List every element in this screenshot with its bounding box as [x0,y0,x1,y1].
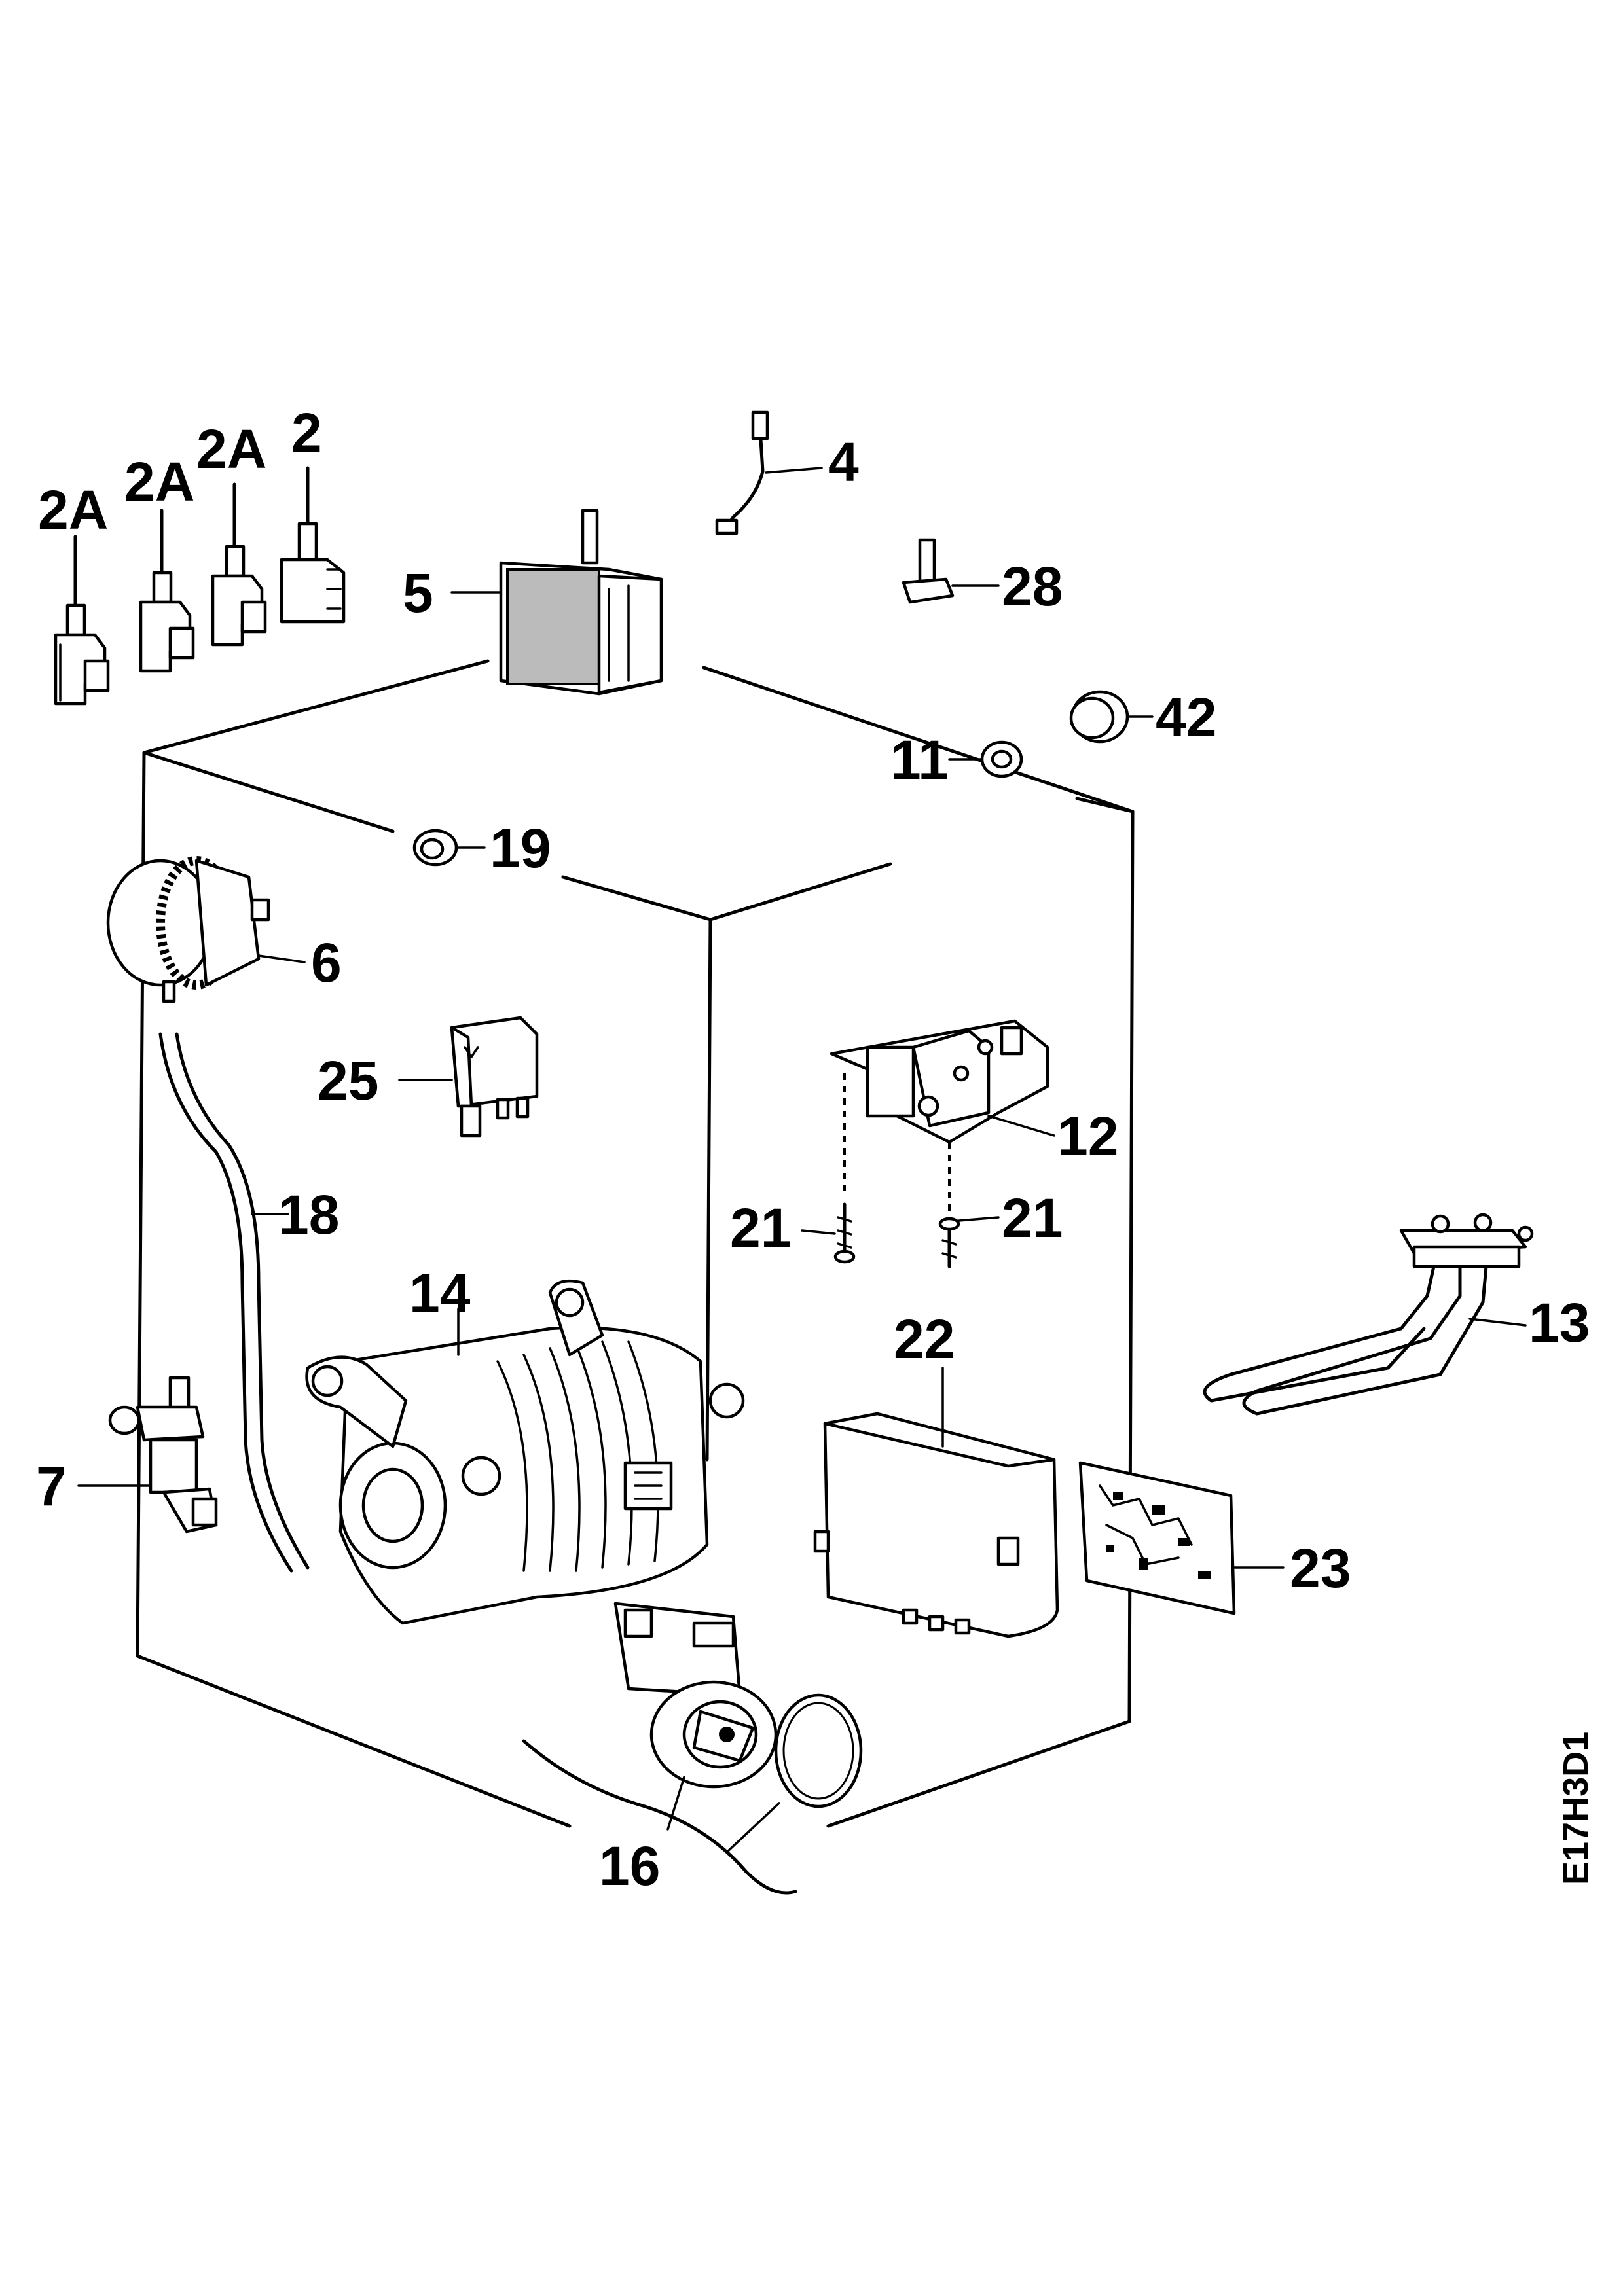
cabinet-outline [136,659,1135,1828]
callout-2a-1: 2A [38,479,108,541]
callout-7: 7 [36,1456,67,1517]
callout-22: 22 [894,1308,955,1370]
callout-42: 42 [1156,687,1216,748]
drain-pump-16 [522,1602,863,1895]
callout-25: 25 [318,1050,378,1111]
hose-18 [158,1032,310,1573]
grommet-19 [412,829,486,867]
door-lock-solenoid-5 [450,509,663,696]
pressure-switch-6 [106,856,306,1003]
push-button-switch-2a-2 [139,509,195,673]
motor-14 [305,1279,745,1625]
door-lock-12 [830,1019,1055,1214]
screw-21-left [801,1202,856,1264]
callout-4: 4 [828,431,859,493]
drawing-code: E17H3D1 [1556,1732,1596,1885]
bushing-11 [948,740,1023,778]
callout-23: 23 [1290,1537,1351,1599]
callout-13: 13 [1529,1292,1590,1354]
callout-21-right: 21 [1002,1187,1063,1249]
callout-14: 14 [409,1263,471,1324]
screw-21-right [938,1216,1000,1268]
electronic-module-22 [813,1367,1059,1638]
interference-filter-25 [398,1016,539,1138]
callout-11: 11 [890,729,949,791]
callout-28: 28 [1002,556,1063,617]
push-button-switch-2a-3 [211,482,267,647]
callout-2a-2: 2A [124,451,194,512]
callout-18: 18 [278,1184,339,1246]
inlet-valve-7 [77,1376,218,1534]
wire-connector-4 [715,410,823,535]
circuit-board-23 [1078,1461,1285,1615]
temperature-sensor-28 [902,538,1000,604]
push-button-switch-2a-1 [54,535,110,706]
heating-element-13 [1203,1213,1534,1416]
callout-2a-3: 2A [196,418,266,480]
push-button-switch-2 [280,466,346,624]
callout-2: 2 [291,402,322,463]
callout-19: 19 [490,817,551,879]
callout-6: 6 [311,932,342,994]
callout-16: 16 [599,1835,660,1897]
callout-21-left: 21 [730,1197,791,1259]
callout-12: 12 [1057,1105,1118,1167]
callout-5: 5 [403,562,433,624]
cap-42 [1069,690,1154,744]
